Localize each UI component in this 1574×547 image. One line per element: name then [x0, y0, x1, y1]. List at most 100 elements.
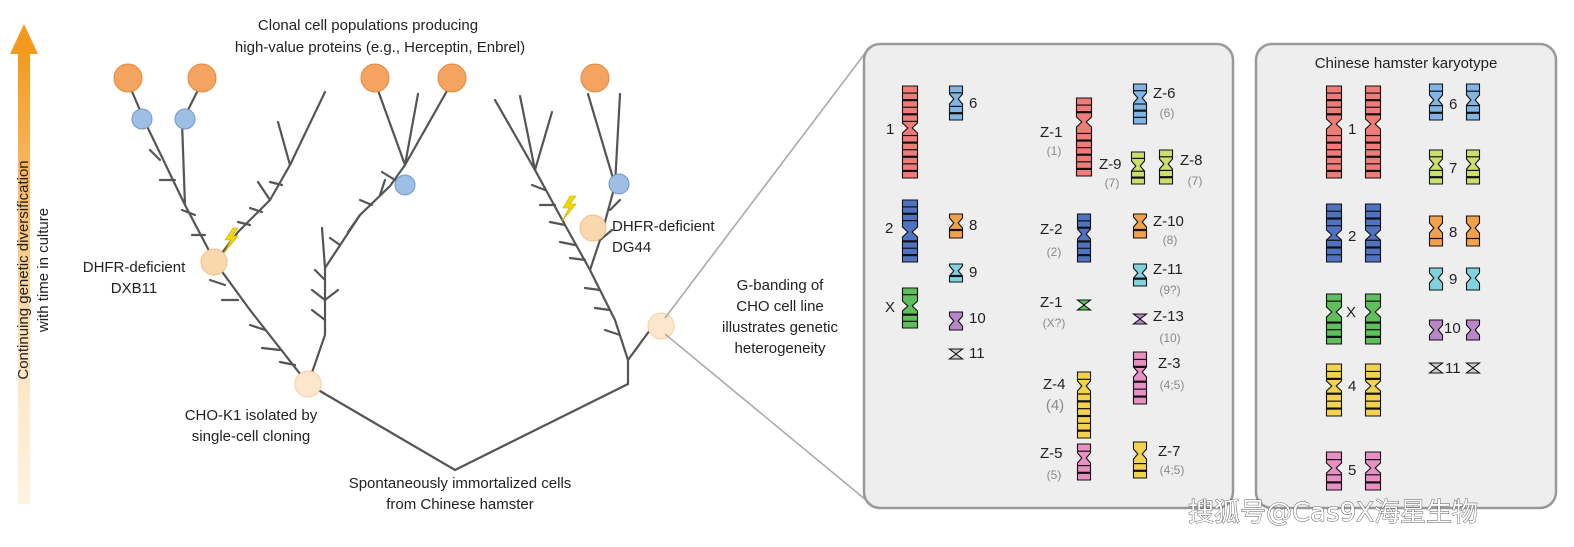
- chr-label: 11: [1445, 360, 1461, 377]
- z-sub: (1): [1047, 144, 1062, 158]
- karyotype-chromosomes: [1325, 83, 1482, 491]
- z-label: Z-1: [1040, 124, 1063, 141]
- orange-cell-icon: [580, 63, 610, 93]
- chr-label: 8: [1449, 224, 1457, 241]
- z-label: Z-6: [1153, 85, 1176, 102]
- root-label-line1: Spontaneously immortalized cells: [349, 475, 572, 492]
- chr-label: 11: [969, 345, 985, 362]
- chromosome-9: [948, 263, 964, 283]
- chromosome-z8: [1158, 149, 1174, 185]
- z-sub: (8): [1163, 233, 1178, 247]
- gband-label-line4: heterogeneity: [735, 340, 826, 357]
- orange-cell-icon: [437, 63, 467, 93]
- z-label: Z-7: [1158, 443, 1181, 460]
- chr-label: 2: [1348, 228, 1356, 245]
- chromosome-z7: [1132, 441, 1148, 479]
- chr-label: X: [885, 299, 895, 316]
- chr-label: 7: [1449, 160, 1457, 177]
- z-label: Z-4: [1043, 376, 1066, 393]
- chr-label: 1: [1348, 121, 1356, 138]
- z-sub: (X?): [1043, 316, 1066, 330]
- chromosome-z9: [1130, 151, 1146, 185]
- chromosome-8: [1428, 215, 1444, 247]
- blue-cell-icon: [174, 108, 196, 130]
- z-sub: (4): [1046, 397, 1064, 414]
- chromosome-11: [947, 348, 965, 360]
- chromosome-2: [1325, 203, 1343, 263]
- z-sub: (10): [1159, 331, 1180, 345]
- gband-label-line1: G-banding of: [737, 277, 825, 294]
- chromosome-10: [1465, 319, 1481, 341]
- chok1-label-line2: single-cell cloning: [192, 428, 310, 445]
- chr-label: X: [1346, 304, 1356, 321]
- z-label: Z-8: [1180, 152, 1203, 169]
- chromosome-6: [1465, 83, 1481, 121]
- chromosome-z1x: [1075, 299, 1093, 311]
- orange-cell-icon: [187, 63, 217, 93]
- chromosome-2: [1364, 203, 1382, 263]
- karyotype-labels: 1 2 X 4 5 6 7 8 9 10 11: [1346, 96, 1461, 479]
- z-sub: (5): [1047, 468, 1062, 482]
- z-label: Z-10: [1153, 213, 1184, 230]
- chromosome-1: [1325, 85, 1343, 179]
- top-label-line1: Clonal cell populations producing: [258, 17, 478, 34]
- chromosome-x: [1325, 293, 1343, 345]
- chromosome-z2: [1076, 213, 1092, 263]
- chr-label: 9: [969, 264, 977, 281]
- chromosome-9: [1428, 267, 1444, 291]
- dxb11-label-line2: DXB11: [111, 280, 157, 297]
- chr-label: 5: [1348, 462, 1356, 479]
- gband-label-line3: illustrates genetic: [722, 319, 838, 336]
- dg44-cell: [579, 214, 607, 242]
- chromosome-8: [948, 213, 964, 239]
- z-sub: (4;5): [1160, 463, 1185, 477]
- chr-label: 10: [1444, 320, 1461, 337]
- z-sub: (7): [1188, 174, 1203, 188]
- lightning-icon: [223, 227, 239, 254]
- cells: [113, 63, 675, 398]
- lineage-tree: [126, 80, 652, 472]
- chromosome-1: [1364, 85, 1382, 179]
- chok1-label-line1: CHO-K1 isolated by: [185, 407, 318, 424]
- top-label-line2: high-value proteins (e.g., Herceptin, En…: [235, 39, 525, 56]
- z-sub: (2): [1047, 245, 1062, 259]
- chromosome-z11: [1132, 263, 1148, 287]
- chromosome-4: [1325, 363, 1343, 417]
- chromosome-5: [1364, 451, 1382, 491]
- chromosome-6: [1428, 83, 1444, 121]
- blue-cell-icon: [131, 108, 153, 130]
- chromosome-7: [1428, 149, 1444, 185]
- chromosome-x: [901, 287, 919, 329]
- watermark: 搜狐号@Cas9X海星生物: [1188, 498, 1478, 528]
- z-sub: (7): [1105, 176, 1120, 190]
- chromosome-2: [901, 199, 919, 263]
- z-sub: (4;5): [1160, 378, 1185, 392]
- z-label: Z-2: [1040, 221, 1063, 238]
- cho-labels: 1 2 X 6 8 9 10 11 Z-1 (1) Z-9 (7) Z-8 (7…: [885, 85, 1203, 482]
- z-label: Z-3: [1158, 355, 1181, 372]
- chromosome-z1: [1075, 97, 1093, 177]
- karyotype-title: Chinese hamster karyotype: [1315, 55, 1498, 72]
- chromosome-4: [1364, 363, 1382, 417]
- orange-cell-icon: [113, 63, 143, 93]
- chromosome-9: [1465, 267, 1481, 291]
- z-label: Z-9: [1099, 156, 1122, 173]
- chromosome-z4: [1076, 371, 1092, 439]
- root-label-line2: from Chinese hamster: [386, 496, 534, 513]
- z-label: Z-13: [1153, 308, 1184, 325]
- chromosome-z3: [1132, 351, 1148, 405]
- gband-cell: [647, 312, 675, 340]
- dxb11-label-line1: DHFR-deficient: [83, 259, 186, 276]
- chromosome-10: [948, 311, 964, 331]
- chromosome-7: [1465, 149, 1481, 185]
- chromosome-5: [1325, 451, 1343, 491]
- chr-label: 9: [1449, 271, 1457, 288]
- z-label: Z-1: [1040, 294, 1063, 311]
- chr-label: 1: [886, 121, 894, 138]
- z-sub: (9?): [1159, 283, 1180, 297]
- dg44-label-line1: DHFR-deficient: [612, 218, 715, 235]
- chr-label: 8: [969, 217, 977, 234]
- chok1-cell: [294, 370, 322, 398]
- chromosome-11: [1427, 362, 1445, 374]
